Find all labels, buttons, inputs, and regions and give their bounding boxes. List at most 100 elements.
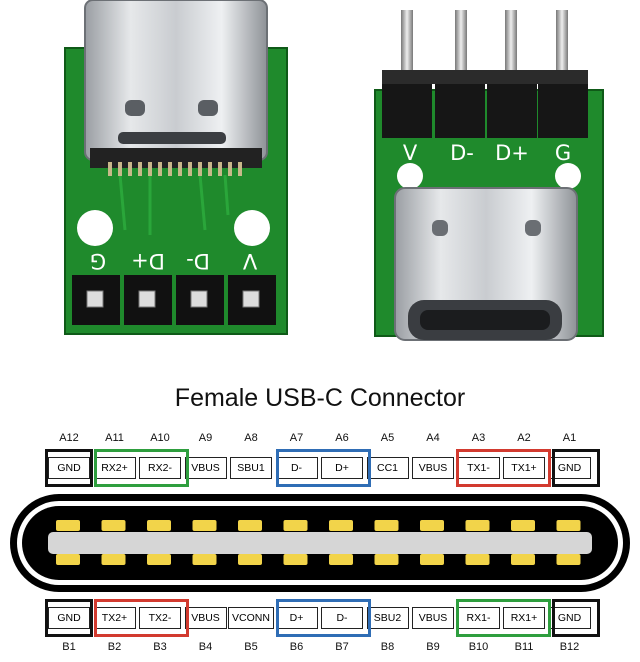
bottom-pin-label-4: VBUS	[184, 607, 227, 629]
right-board-label-2: D-	[450, 141, 474, 165]
bottom-pin-label-10: RX1-	[457, 607, 500, 629]
bottom-pin-number-7: B7	[335, 641, 349, 653]
group-rx2	[94, 449, 189, 487]
bottom-pin-label-5: VCONN	[228, 607, 274, 629]
bottom-contact-pad-1	[56, 554, 80, 565]
top-pin-number-11: A2	[517, 432, 531, 444]
top-contact-pad-12	[556, 520, 581, 531]
top-contact-pad-11	[511, 520, 535, 531]
bottom-contact-pad-5	[238, 554, 262, 565]
bottom-contact-pad-3	[147, 554, 171, 565]
top-pin-label-7: D+	[321, 457, 363, 479]
bottom-contact-pad-2	[101, 554, 126, 565]
top-contact-pad-1	[56, 520, 80, 531]
top-pin-label-3: RX2-	[139, 457, 181, 479]
top-pin-number-12: A1	[562, 432, 577, 444]
bottom-pin-label-1: GND	[48, 607, 90, 629]
top-contact-pad-7	[329, 520, 353, 531]
contacts-top-row	[56, 520, 581, 531]
left-header-pins	[72, 275, 276, 325]
group-gnd-b12	[552, 599, 600, 637]
bottom-pin-number-6: B6	[289, 641, 304, 653]
right-header-pins	[382, 10, 588, 138]
top-pin-label-4: VBUS	[184, 457, 227, 479]
left-board-label-2: D+	[131, 249, 165, 273]
left-board-label-3: D-	[186, 249, 210, 273]
usb-c-breakout-boards-illustration: G D+ D- V	[64, 0, 604, 341]
bottom-pin-label-11: RX1+	[503, 607, 545, 629]
bottom-contact-pad-11	[511, 554, 535, 565]
top-pin-label-12: GND	[548, 457, 591, 479]
bottom-pin-label-7: D-	[321, 607, 363, 629]
bottom-pin-number-9: B9	[426, 641, 440, 653]
right-board-label-3: D+	[495, 141, 529, 165]
group-gnd-b1	[45, 599, 93, 637]
top-pin-label-2: RX2+	[93, 457, 136, 479]
contacts-bottom-row	[56, 554, 581, 565]
left-breakout-board: G D+ D- V	[64, 0, 288, 335]
bottom-pin-number-4: B4	[198, 641, 213, 653]
mounting-hole-right-2	[555, 163, 581, 189]
top-pin-label-8: CC1	[366, 457, 409, 479]
bottom-pin-label-2: TX2+	[93, 607, 136, 629]
connector-smd-leads	[108, 162, 242, 176]
bottom-pin-number-1: B1	[62, 641, 76, 653]
top-contact-pad-9	[420, 520, 444, 531]
left-board-label-4: V	[242, 249, 257, 273]
bottom-contact-pad-7	[329, 554, 353, 565]
top-pin-number-10: A3	[471, 432, 486, 444]
bottom-pin-number-11: B11	[514, 641, 534, 653]
top-pin-number-3: A10	[150, 432, 170, 444]
group-gnd-a12	[45, 449, 93, 487]
top-contact-pad-4	[192, 520, 217, 531]
left-board-label-1: G	[90, 249, 106, 273]
top-pin-number-7: A6	[335, 432, 349, 444]
mounting-hole-right	[234, 210, 270, 246]
top-pin-label-5: SBU1	[230, 457, 272, 479]
group-rx1	[456, 599, 551, 637]
bottom-pin-number-2: B2	[107, 641, 122, 653]
top-pin-label-1: GND	[48, 457, 90, 479]
bottom-contact-pad-9	[420, 554, 444, 565]
top-pin-number-1: A12	[59, 432, 79, 444]
bottom-pin-number-3: B3	[153, 641, 167, 653]
group-tx2	[94, 599, 189, 637]
top-contact-pad-5	[238, 520, 262, 531]
bottom-contact-pad-4	[192, 554, 217, 565]
bottom-pin-number-8: B8	[380, 641, 395, 653]
bottom-pin-label-3: TX2-	[139, 607, 181, 629]
top-contact-pad-2	[101, 520, 126, 531]
mounting-hole-left	[77, 210, 113, 246]
right-board-label-4: G	[555, 141, 571, 165]
top-pin-number-8: A5	[380, 432, 395, 444]
top-pin-number-9: A4	[426, 432, 440, 444]
bottom-pin-label-8: SBU2	[366, 607, 409, 629]
bottom-pin-label-9: VBUS	[412, 607, 454, 629]
bottom-contact-pad-6	[283, 554, 308, 565]
group-gnd-a1	[552, 449, 600, 487]
top-pin-number-2: A11	[105, 432, 124, 444]
right-board-label-1: V	[403, 141, 418, 165]
top-contact-pad-8	[374, 520, 399, 531]
bottom-contact-pad-8	[374, 554, 399, 565]
top-pin-number-4: A9	[198, 432, 213, 444]
mounting-hole-left-2	[397, 163, 423, 189]
top-pin-number-5: A8	[244, 432, 258, 444]
group-tx1	[456, 449, 551, 487]
group-data-bottom	[276, 599, 371, 637]
top-pin-label-9: VBUS	[412, 457, 454, 479]
bottom-pin-number-10: B10	[468, 641, 489, 653]
top-pin-label-11: TX1+	[503, 457, 545, 479]
bottom-pin-number-5: B5	[244, 641, 258, 653]
group-data-top	[276, 449, 371, 487]
right-breakout-board: V D- D+ G	[374, 10, 604, 341]
bottom-pin-number-12: B12	[559, 641, 580, 653]
usb-c-receptacle-illustration	[10, 494, 630, 592]
bottom-contact-pad-12	[556, 554, 581, 565]
top-contact-pad-10	[465, 520, 490, 531]
diagram-title: Female USB-C Connector	[174, 384, 466, 412]
bottom-contact-pad-10	[465, 554, 490, 565]
top-pin-number-6: A7	[289, 432, 304, 444]
top-contact-pad-6	[283, 520, 308, 531]
top-contact-pad-3	[147, 520, 171, 531]
